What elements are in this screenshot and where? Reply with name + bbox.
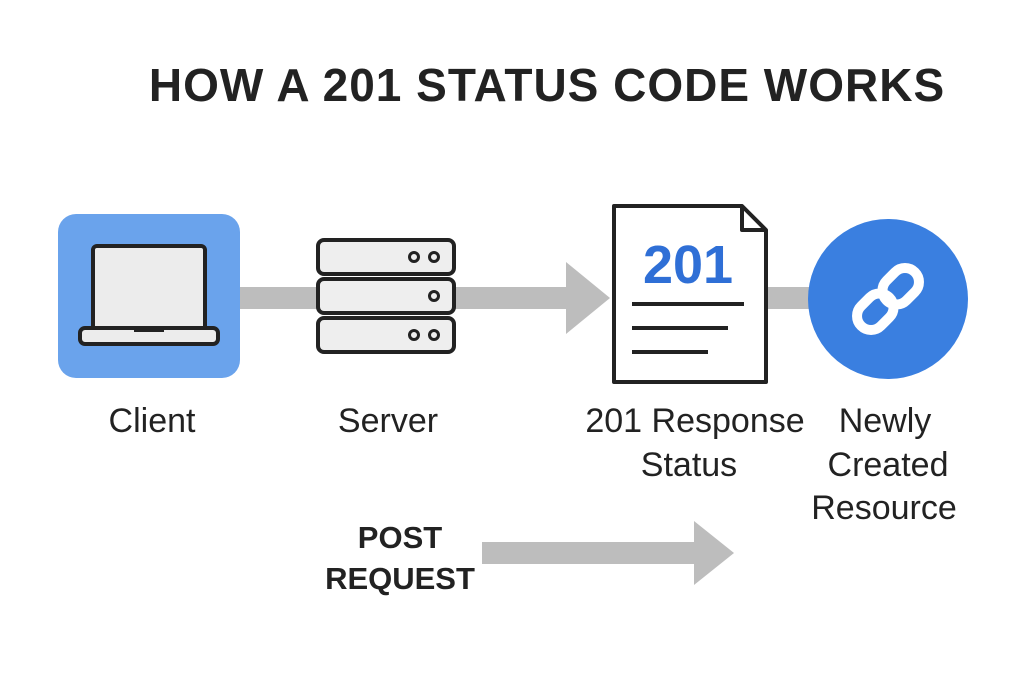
document-icon: 201 bbox=[612, 204, 768, 384]
resource-label-line1: Newly bbox=[838, 402, 932, 440]
client-node bbox=[58, 214, 240, 378]
laptop-icon bbox=[78, 244, 220, 346]
server-icon bbox=[316, 238, 456, 354]
resource-label: Newly Created Resource bbox=[790, 400, 990, 531]
response-label-line1: 201 Response bbox=[585, 402, 805, 440]
server-label: Server bbox=[337, 402, 439, 440]
document-status-code: 201 bbox=[643, 235, 733, 295]
connector-response-resource bbox=[766, 287, 816, 309]
client-label: Client bbox=[108, 402, 196, 440]
post-request-label: POST REQUEST bbox=[310, 518, 490, 600]
resource-label-line2: Created bbox=[827, 445, 949, 484]
diagram-title: HOW A 201 STATUS CODE WORKS bbox=[148, 59, 946, 111]
post-request-arrow bbox=[482, 521, 734, 585]
resource-node bbox=[808, 219, 968, 379]
link-icon bbox=[852, 263, 924, 335]
arrow-server-to-response bbox=[452, 262, 610, 334]
post-request-label-line1: POST bbox=[357, 520, 443, 555]
document-line bbox=[632, 302, 744, 306]
response-label: 201 Response Status bbox=[560, 400, 830, 487]
connector-client-server bbox=[236, 287, 320, 309]
response-label-line2: Status bbox=[640, 445, 738, 484]
resource-label-line3: Resource bbox=[811, 489, 957, 528]
post-request-label-line2: REQUEST bbox=[325, 560, 475, 596]
document-line bbox=[632, 350, 708, 354]
document-line bbox=[632, 326, 728, 330]
